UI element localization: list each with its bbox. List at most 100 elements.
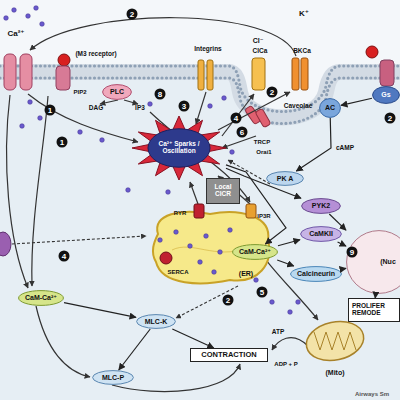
node-text: Ca²⁺ Sparks / Oscillation [151, 141, 207, 155]
outcome-box: CONTRACTION [190, 348, 268, 362]
callout-number: 3 [179, 101, 190, 112]
calcium-ion [288, 310, 293, 315]
calcium-ion [270, 300, 275, 305]
organelle-mito: (Mito) [304, 318, 366, 376]
integrin-bar [207, 60, 213, 90]
oval-outline [267, 172, 304, 186]
oval-outline [103, 85, 132, 100]
calcium-ion [198, 260, 203, 265]
ion-label: K⁺ [299, 10, 309, 18]
lipid-label: PIP2 [73, 89, 86, 95]
node-text: PK A [277, 175, 293, 182]
integrin-wire [196, 92, 206, 124]
calcium-ion [166, 190, 171, 195]
calmodulin-wire [36, 306, 90, 377]
callout-number: 9 [347, 247, 358, 258]
signal-arrow [278, 240, 300, 246]
node-text: AC [325, 104, 335, 111]
callout-number: 2 [267, 87, 278, 98]
callout-number: 4 [59, 251, 70, 262]
channel-label: TRCP [254, 139, 270, 145]
oval-outline [291, 267, 342, 282]
gs-receptor [380, 60, 394, 86]
calcium-stores [158, 228, 233, 275]
node-text: CaMKII [309, 230, 333, 237]
nucleus-circle: (Nuc [346, 230, 400, 294]
calcium-ions [4, 6, 301, 315]
channel-label: IP3R [257, 213, 270, 219]
star-outline [132, 116, 226, 180]
signal-arrow [172, 329, 213, 348]
signal-arrow [341, 98, 372, 105]
signal-arrow [119, 329, 150, 370]
oval-outline [301, 227, 342, 242]
channel-label: Orai1 [256, 149, 271, 155]
oval-outline [347, 231, 400, 294]
watermark: Airways Sm [355, 391, 389, 397]
atp-wire [272, 338, 308, 350]
dashed-wire [176, 286, 238, 318]
signal-arrow [296, 118, 331, 171]
kinase-oval: PK A [266, 171, 304, 186]
calcium-ion [78, 130, 83, 135]
callout-number: 2 [127, 9, 138, 20]
node-text: PLC [110, 88, 124, 95]
ip3-receptor [246, 204, 256, 218]
signal-arrow [375, 294, 377, 298]
outcome-box: PROLIFER REMODE [348, 298, 400, 322]
calcium-ion [38, 116, 43, 121]
signal-arrow [64, 303, 136, 318]
calcium-ion [208, 104, 213, 109]
calcium-ion [254, 278, 259, 283]
signal-arrow [342, 268, 346, 270]
lipid-wire [124, 100, 138, 104]
receptor-label: (M3 receptor) [75, 51, 116, 58]
lipid-wire [100, 100, 118, 104]
node-text: (ER) [239, 270, 253, 277]
node-text: CaM-Ca²⁺ [25, 294, 57, 301]
star-core [148, 129, 210, 167]
molecule-label: ADP + P [274, 361, 297, 367]
oval-outline [137, 315, 176, 329]
calcium-ion [230, 150, 235, 155]
ion-label: Ca²⁺ [7, 30, 24, 38]
spark-wire [218, 92, 290, 130]
node-text: Calcineurin [297, 270, 335, 277]
calcium-wire [32, 96, 48, 286]
calcium-ion [148, 102, 153, 107]
signal-arrow [338, 242, 346, 246]
mito-cristae [314, 332, 356, 350]
orai-channel [255, 108, 271, 128]
calcium-ion [34, 6, 39, 11]
node-text: Gs [381, 91, 390, 98]
calcium-ion [40, 22, 45, 27]
kinase-oval: PYK2 [301, 198, 341, 214]
dashed-wires [12, 160, 270, 318]
chloride-channel [252, 58, 265, 90]
process-box: Local CICR [206, 178, 240, 204]
messenger-label: DAG [89, 105, 103, 112]
signal-arrow [329, 214, 346, 230]
callout-number: 1 [45, 105, 56, 116]
potassium-channel [292, 58, 299, 90]
enzyme-oval: PLC [102, 84, 132, 100]
g-protein-oval: Gs [372, 86, 400, 104]
calcium-ion [204, 234, 209, 239]
callout-number: 2 [223, 295, 234, 306]
entry-wire [222, 136, 256, 148]
ion-label: Cl⁻ [253, 37, 264, 44]
calcium-ion [212, 270, 217, 275]
oval-outline [19, 291, 64, 306]
agonist-ball [366, 46, 378, 58]
node-text: CaM-Ca²⁺ [239, 248, 271, 255]
mito-outline [303, 316, 368, 365]
node-text: CONTRACTION [201, 351, 256, 359]
calcium-ion [188, 244, 193, 249]
oval-outline [93, 371, 134, 385]
calcium-ion [12, 8, 17, 13]
calcium-ion [126, 188, 131, 193]
oval-outline [373, 87, 400, 104]
calmodulin-oval: CaM-Ca²⁺ [232, 244, 278, 260]
